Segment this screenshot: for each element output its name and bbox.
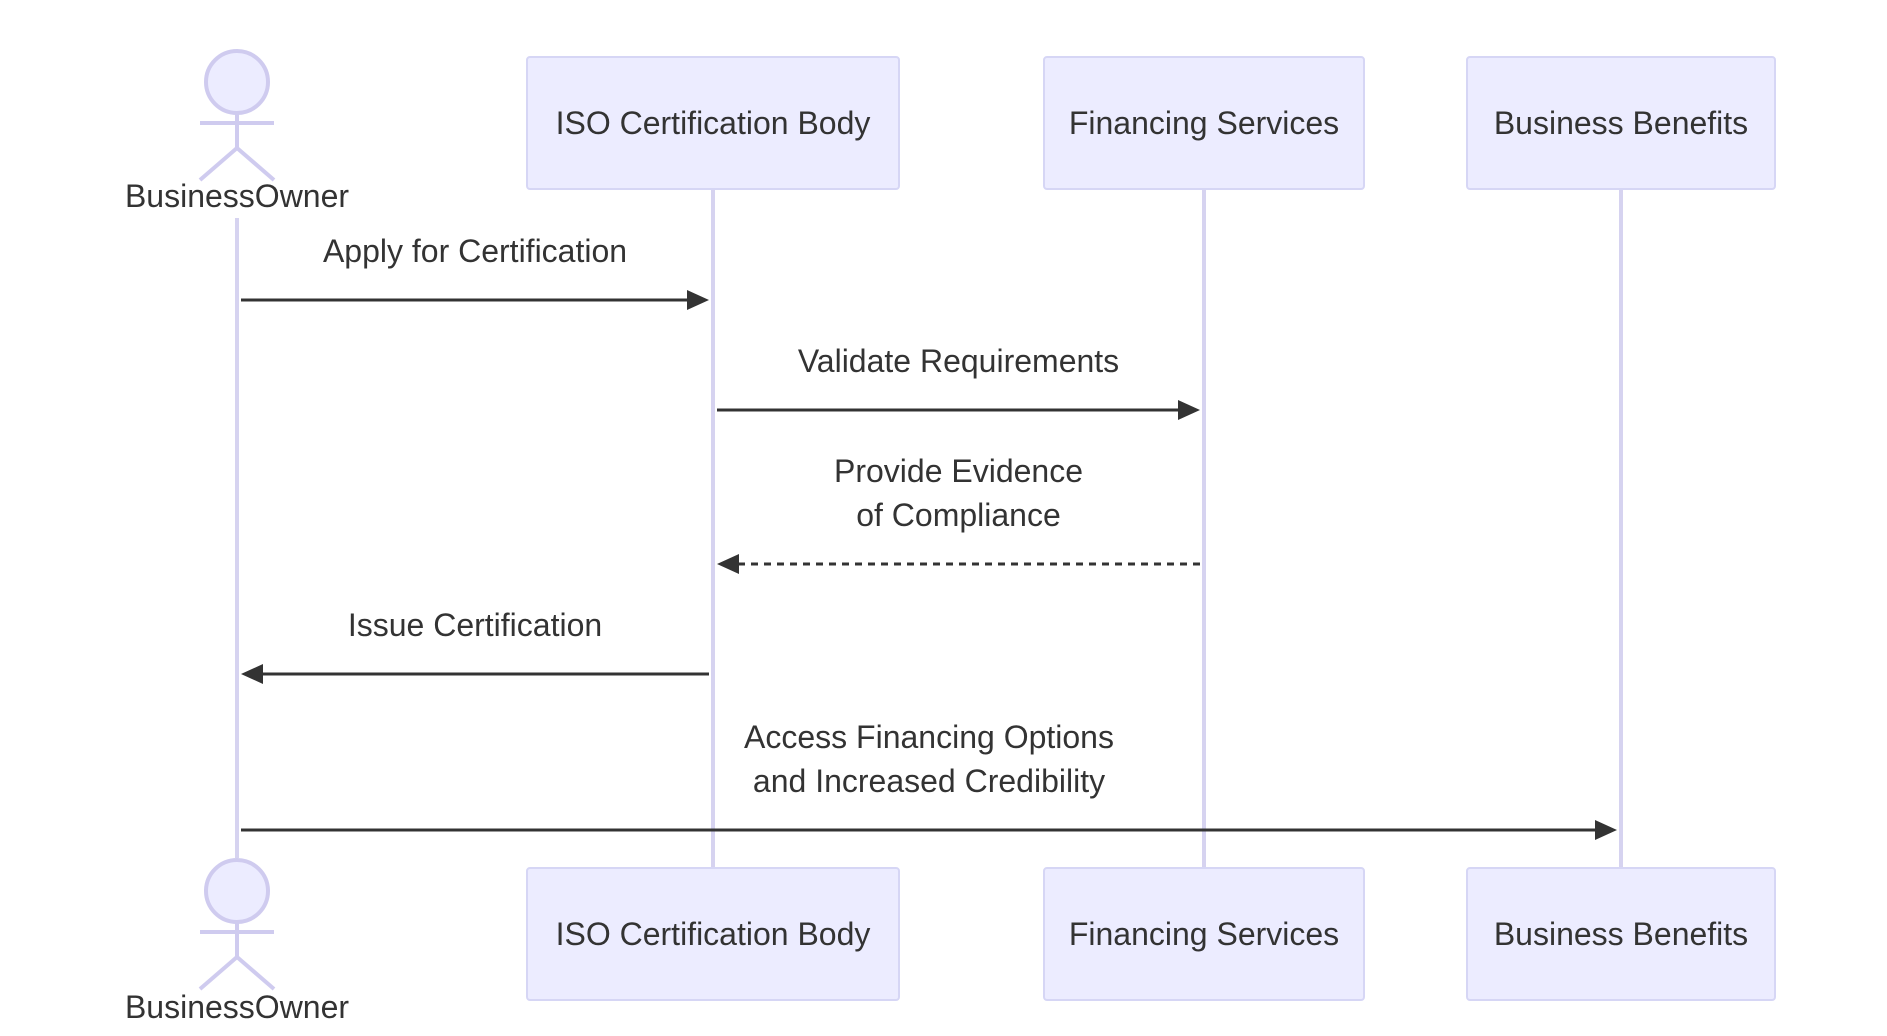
participant-box — [1043, 867, 1365, 1001]
arrowhead-icon — [717, 554, 739, 574]
message-label: Issue Certification — [348, 607, 602, 643]
participant-label: ISO Certification Body — [556, 105, 871, 141]
participant-label: Business Benefits — [1494, 105, 1748, 141]
participant-label: Financing Services — [1069, 105, 1339, 141]
participant-fin-bottom: Financing Services — [1043, 867, 1365, 1001]
message-4: Issue Certification — [241, 607, 709, 684]
participant-label: ISO Certification Body — [556, 916, 871, 952]
participant-ben-top: Business Benefits — [1466, 56, 1776, 190]
message-label: and Increased Credibility — [753, 763, 1105, 799]
message-label: Access Financing Options — [744, 719, 1114, 755]
message-label: of Compliance — [856, 497, 1061, 533]
message-label: Provide Evidence — [834, 453, 1083, 489]
message-2: Validate Requirements — [717, 343, 1200, 420]
actor-icon — [204, 858, 270, 924]
participant-owner-bottom: BusinessOwner — [125, 858, 349, 1025]
participant-fin-top: Financing Services — [1043, 56, 1365, 190]
participant-owner-top: BusinessOwner — [125, 49, 349, 214]
message-label: Validate Requirements — [798, 343, 1119, 379]
participant-box — [1466, 56, 1776, 190]
message-1: Apply for Certification — [241, 233, 709, 310]
arrowhead-icon — [241, 664, 263, 684]
participant-box — [1466, 867, 1776, 1001]
actor-label: BusinessOwner — [125, 989, 349, 1025]
participant-label: Financing Services — [1069, 916, 1339, 952]
participant-box — [1043, 56, 1365, 190]
participant-box — [526, 56, 900, 190]
arrowhead-icon — [687, 290, 709, 310]
arrowhead-icon — [1178, 400, 1200, 420]
participant-iso-bottom: ISO Certification Body — [526, 867, 900, 1001]
actor-icon — [204, 49, 270, 115]
participant-box — [526, 867, 900, 1001]
arrowhead-icon — [1595, 820, 1617, 840]
message-3: Provide Evidence of Compliance — [717, 453, 1200, 574]
message-label: Apply for Certification — [323, 233, 627, 269]
actor-label: BusinessOwner — [125, 178, 349, 214]
participant-iso-top: ISO Certification Body — [526, 56, 900, 190]
participant-ben-bottom: Business Benefits — [1466, 867, 1776, 1001]
participant-label: Business Benefits — [1494, 916, 1748, 952]
message-5: Access Financing Options and Increased Cr… — [241, 719, 1617, 840]
